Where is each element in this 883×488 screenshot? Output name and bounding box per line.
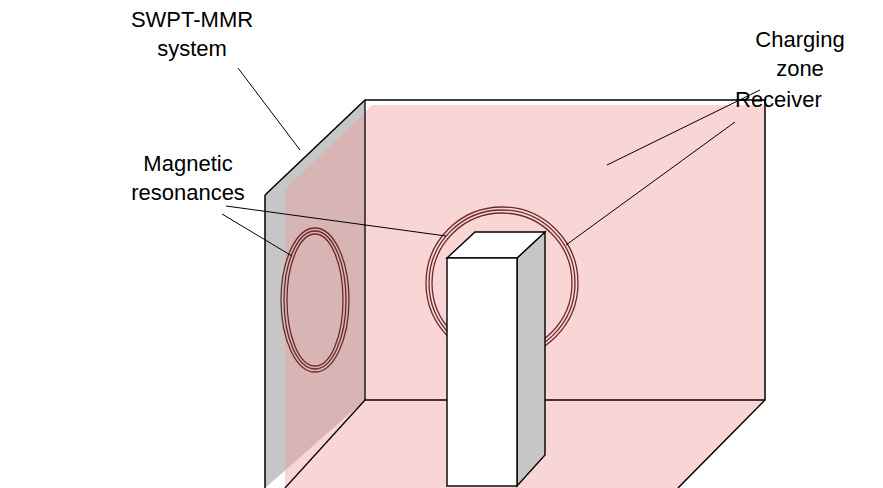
- receiver-block: [447, 232, 545, 486]
- callout-label: Magnetic resonances: [123, 150, 253, 207]
- leader-line: [222, 214, 292, 256]
- leader-line: [566, 122, 735, 245]
- floor-edge: [285, 400, 365, 488]
- receiver-front: [447, 258, 517, 486]
- receiver-side: [517, 232, 545, 486]
- transmitter-coil: [281, 228, 349, 372]
- leader-lines: [222, 68, 760, 256]
- box-outline: [265, 100, 765, 488]
- coil-turn: [284, 231, 346, 369]
- callout-label: Charging zone: [745, 26, 855, 83]
- floor-edge: [365, 399, 765, 400]
- coil-turn: [281, 228, 349, 372]
- receiver-top: [447, 232, 545, 258]
- leader-line: [226, 206, 446, 236]
- charging-zone-fill: [285, 105, 765, 488]
- coil-turn: [287, 234, 343, 366]
- callout-label: Receiver: [735, 86, 855, 115]
- callout-label: SWPT-MMR system: [127, 6, 257, 63]
- back-edge: [364, 100, 365, 400]
- leader-line: [238, 68, 300, 150]
